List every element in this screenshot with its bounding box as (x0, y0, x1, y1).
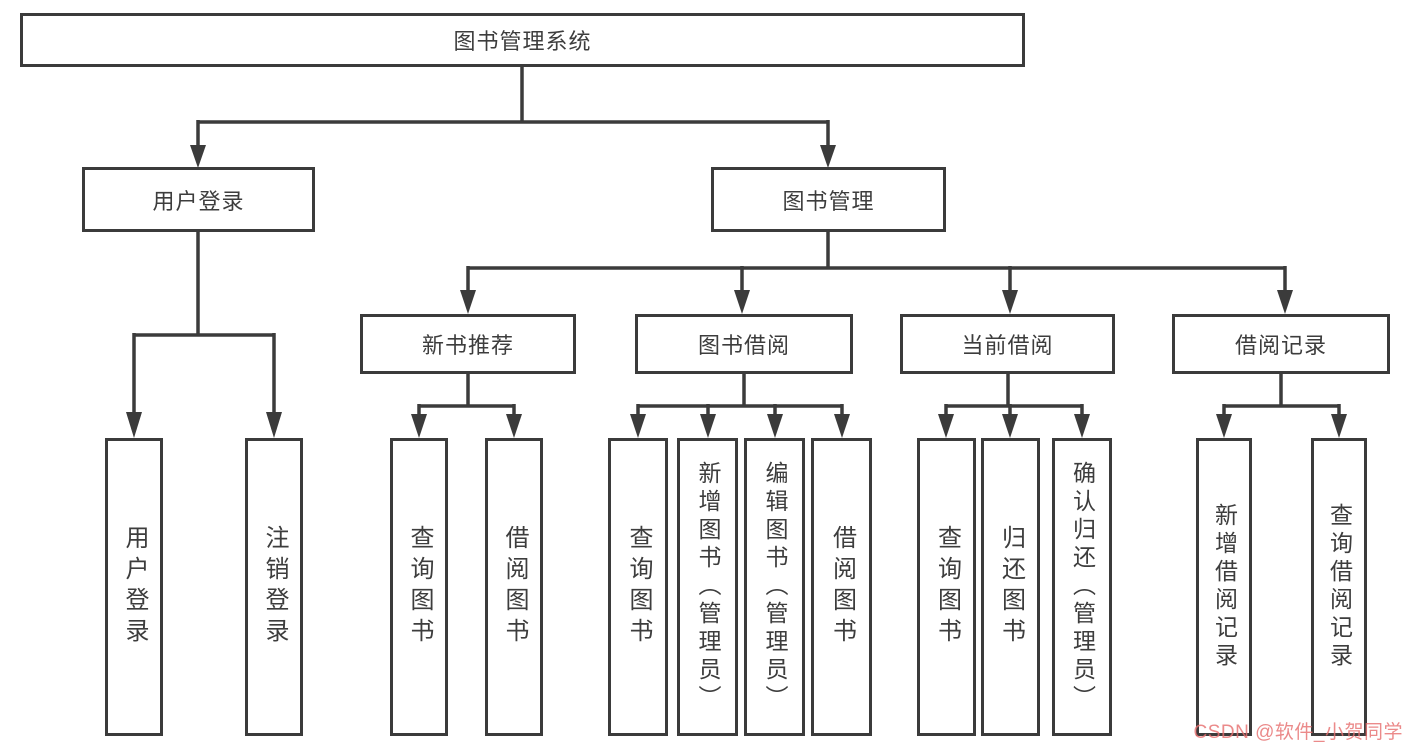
node-root-system: 图书管理系统 (20, 13, 1025, 67)
node-current-borrowing-label: 当前借阅 (961, 333, 1054, 358)
node-borrow-records: 借阅记录 (1172, 314, 1390, 374)
leaf-add-borrow-record-label: 新增借阅记录 (1211, 503, 1238, 671)
leaf-borrow-books-label: 借阅图书 (828, 525, 856, 649)
leaf-query-books-current-label: 查询图书 (933, 525, 961, 649)
node-root-system-label: 图书管理系统 (453, 29, 592, 54)
leaf-confirm-return-admin-label: 确认归还（管理员） (1069, 461, 1096, 713)
leaf-query-books-recommend-label: 查询图书 (406, 525, 433, 649)
leaf-user-login-label: 用户登录 (121, 525, 148, 649)
node-book-management: 图书管理 (711, 167, 946, 232)
node-borrow-records-label: 借阅记录 (1234, 333, 1327, 358)
leaf-borrow-books-recommend: 借阅图书 (485, 438, 543, 736)
leaf-query-books-borrowing: 查询图书 (608, 438, 668, 736)
leaf-user-login: 用户登录 (105, 438, 163, 736)
node-new-book-recommend-label: 新书推荐 (421, 333, 514, 358)
leaf-query-books-borrowing-label: 查询图书 (625, 525, 652, 649)
node-book-borrowing: 图书借阅 (635, 314, 853, 374)
node-current-borrowing: 当前借阅 (900, 314, 1115, 374)
leaf-confirm-return-admin: 确认归还（管理员） (1052, 438, 1112, 736)
leaf-add-books-admin-label: 新增图书（管理员） (695, 461, 721, 713)
leaf-query-books-recommend: 查询图书 (390, 438, 448, 736)
leaf-edit-books-admin: 编辑图书（管理员） (744, 438, 805, 736)
leaf-borrow-books: 借阅图书 (811, 438, 872, 736)
csdn-watermark: CSDN @软件_小贺同学 (1193, 722, 1403, 743)
leaf-return-books-label: 归还图书 (997, 525, 1025, 649)
leaf-logout-label: 注销登录 (261, 525, 288, 649)
leaf-return-books: 归还图书 (981, 438, 1040, 736)
leaf-logout: 注销登录 (245, 438, 303, 736)
leaf-add-books-admin: 新增图书（管理员） (677, 438, 738, 736)
leaf-add-borrow-record: 新增借阅记录 (1196, 438, 1252, 736)
leaf-borrow-books-recommend-label: 借阅图书 (501, 525, 528, 649)
node-user-login-label: 用户登录 (152, 188, 245, 214)
leaf-query-borrow-record: 查询借阅记录 (1311, 438, 1367, 736)
leaf-query-borrow-record-label: 查询借阅记录 (1326, 503, 1353, 671)
node-book-management-label: 图书管理 (782, 188, 875, 214)
node-book-borrowing-label: 图书借阅 (697, 333, 790, 358)
node-new-book-recommend: 新书推荐 (360, 314, 576, 374)
leaf-edit-books-admin-label: 编辑图书（管理员） (762, 461, 788, 713)
node-user-login: 用户登录 (82, 167, 315, 232)
leaf-query-books-current: 查询图书 (917, 438, 976, 736)
